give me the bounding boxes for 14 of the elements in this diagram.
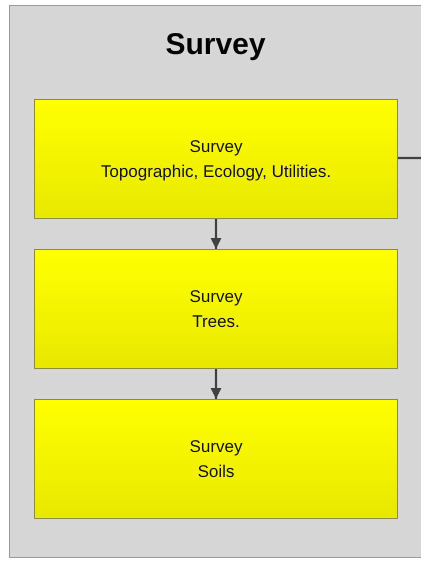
connector-line	[398, 156, 421, 160]
box-text: Soils	[198, 461, 234, 483]
box-text: Topographic, Ecology, Utilities.	[100, 161, 332, 183]
box-title: Survey	[190, 436, 242, 458]
arrow	[210, 369, 222, 399]
panel-heading: Survey	[165, 28, 266, 62]
box-title: Survey	[190, 286, 242, 308]
process-box	[34, 249, 398, 369]
box-title: Survey	[190, 136, 242, 158]
group-panel	[9, 5, 421, 558]
process-box	[34, 99, 398, 219]
arrow	[210, 219, 222, 249]
process-box	[34, 399, 398, 519]
box-text: Trees.	[192, 311, 240, 333]
